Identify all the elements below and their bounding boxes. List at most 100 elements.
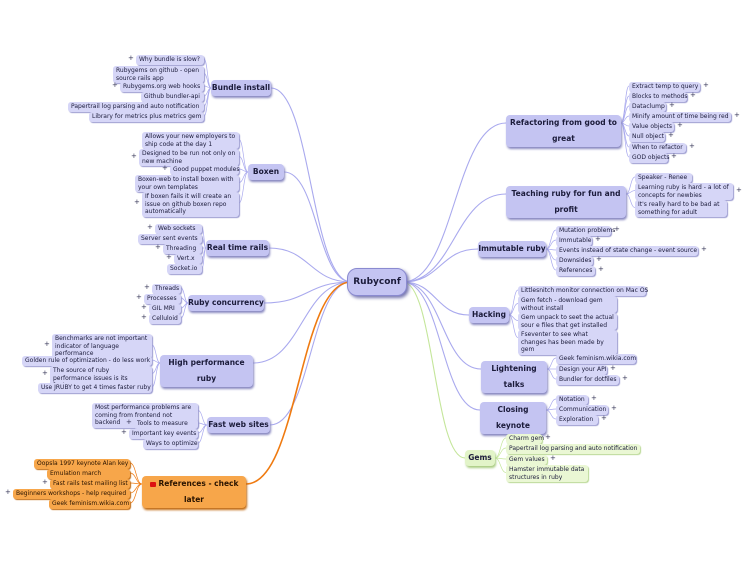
expand-icon[interactable]: + <box>44 340 50 348</box>
branch-teaching[interactable]: Teaching ruby for fun and profit <box>506 186 626 218</box>
branch-closing[interactable]: Closing keynote <box>480 402 546 434</box>
expand-icon[interactable]: + <box>550 454 556 462</box>
topic-refactor-0[interactable]: Extract temp to query <box>629 82 700 92</box>
expand-icon[interactable]: + <box>162 164 168 172</box>
expand-icon[interactable]: + <box>595 235 601 243</box>
expand-icon[interactable]: + <box>134 198 140 206</box>
topic-refs-0[interactable]: Oopsla 1997 keynote Alan key <box>34 459 130 469</box>
topic-closing-0[interactable]: Notation <box>556 395 588 405</box>
expand-icon[interactable]: + <box>701 245 707 253</box>
topic-realtime-3[interactable]: Vert.x <box>174 254 202 264</box>
topic-closing-2[interactable]: Exploration <box>556 415 598 425</box>
branch-lightening[interactable]: Lightening talks <box>481 361 547 393</box>
expand-icon[interactable]: + <box>736 185 742 194</box>
topic-refactor-7[interactable]: GOD objects <box>629 153 670 163</box>
expand-icon[interactable]: + <box>611 404 617 412</box>
branch-perf[interactable]: High performance ruby <box>160 355 253 387</box>
central-topic[interactable]: Rubyconf <box>347 268 407 296</box>
topic-concurrency-0[interactable]: Threads <box>152 284 181 294</box>
topic-immutable-3[interactable]: Downsides <box>556 256 593 266</box>
topic-concurrency-3[interactable]: Celluloid <box>149 314 181 324</box>
topic-closing-1[interactable]: Communication <box>556 405 608 415</box>
branch-boxen[interactable]: Boxen <box>248 164 284 180</box>
topic-lightening-1[interactable]: Design your API <box>556 365 607 375</box>
topic-hacking-1[interactable]: Gem fetch - download gem without install <box>518 296 617 313</box>
expand-icon[interactable]: + <box>42 478 48 486</box>
topic-refactor-6[interactable]: When to refactor <box>629 143 686 153</box>
topic-boxen-4[interactable]: If boxen fails it will create an issue o… <box>142 192 239 217</box>
expand-icon[interactable]: + <box>614 225 620 233</box>
branch-realtime[interactable]: Real time rails <box>206 240 269 256</box>
branch-immutable[interactable]: Immutable ruby <box>478 241 546 257</box>
topic-bundle-3[interactable]: Github bundler-api <box>141 92 204 102</box>
topic-perf-3[interactable]: Use JRUBY to get 4 times faster ruby <box>38 383 152 393</box>
topic-gems-2[interactable]: Gem values <box>506 455 547 465</box>
topic-immutable-0[interactable]: Mutation problems <box>556 226 615 236</box>
topic-refactor-1[interactable]: Blocks to methods <box>629 92 688 102</box>
expand-icon[interactable]: + <box>136 293 142 301</box>
topic-bundle-0[interactable]: Why bundle is slow? <box>136 55 204 65</box>
topic-immutable-2[interactable]: Events instead of state change - event s… <box>556 246 698 256</box>
expand-icon[interactable]: + <box>703 81 709 89</box>
expand-icon[interactable]: + <box>734 111 740 119</box>
topic-boxen-2[interactable]: Good puppet modules <box>170 165 240 175</box>
topic-refactor-4[interactable]: Value objects <box>629 122 674 132</box>
expand-icon[interactable]: + <box>155 243 161 251</box>
topic-refs-1[interactable]: Emulation march <box>47 469 130 479</box>
topic-concurrency-2[interactable]: GIL MRI <box>149 304 181 314</box>
topic-refactor-2[interactable]: Dataclump <box>629 102 666 112</box>
topic-hacking-2[interactable]: Gem unpack to seet the actual sour e fil… <box>518 313 617 330</box>
topic-hacking-3[interactable]: Fseventer to see what changes has been m… <box>518 330 617 355</box>
expand-icon[interactable]: + <box>112 81 118 89</box>
expand-icon[interactable]: + <box>141 303 147 311</box>
expand-icon[interactable]: + <box>610 364 616 372</box>
expand-icon[interactable]: + <box>5 488 11 496</box>
topic-lightening-0[interactable]: Geek feminism.wikia.com <box>556 354 636 364</box>
topic-gems-3[interactable]: Hamster immutable data structures in rub… <box>506 465 588 482</box>
topic-boxen-1[interactable]: Designed to be run not only on new machi… <box>139 149 239 166</box>
topic-fastweb-3[interactable]: Ways to optimize <box>143 439 198 449</box>
topic-boxen-0[interactable]: Allows your new employers to ship code a… <box>142 132 239 149</box>
branch-concurrency[interactable]: Ruby concurrency <box>188 295 264 311</box>
topic-realtime-4[interactable]: Socket.io <box>167 264 202 274</box>
topic-concurrency-1[interactable]: Processes <box>144 294 181 304</box>
topic-immutable-1[interactable]: Immutable <box>556 236 592 246</box>
branch-bundle[interactable]: Bundle install <box>211 80 271 96</box>
expand-icon[interactable]: + <box>601 414 607 422</box>
topic-immutable-4[interactable]: References <box>556 266 595 276</box>
topic-hacking-0[interactable]: Littlesnitch monitor connection on Mac O… <box>518 286 648 296</box>
expand-icon[interactable]: + <box>622 374 628 382</box>
topic-gems-1[interactable]: Papertrail log parsing and auto notifica… <box>506 444 640 454</box>
topic-refactor-3[interactable]: Minify amount of time being red <box>629 112 731 122</box>
expand-icon[interactable]: + <box>689 142 695 150</box>
expand-icon[interactable]: + <box>690 91 696 99</box>
topic-fastweb-2[interactable]: Important key events <box>129 429 198 439</box>
expand-icon[interactable]: + <box>669 101 675 109</box>
topic-boxen-3[interactable]: Boxen-web to install boxen with your own… <box>135 175 239 192</box>
topic-lightening-2[interactable]: Bundler for dotfiles <box>556 375 619 385</box>
expand-icon[interactable]: + <box>131 151 137 160</box>
topic-bundle-2[interactable]: Rubygems.org web hooks <box>120 82 204 92</box>
topic-perf-1[interactable]: Golden rule of optimization - do less wo… <box>22 356 152 366</box>
topic-refactor-5[interactable]: Null object <box>629 132 665 142</box>
topic-realtime-2[interactable]: Threading <box>163 244 202 254</box>
expand-icon[interactable]: + <box>141 313 147 321</box>
expand-icon[interactable]: + <box>596 255 602 263</box>
expand-icon[interactable]: + <box>677 121 683 129</box>
topic-teaching-1[interactable]: Learning ruby is hard - a lot of concept… <box>635 183 733 200</box>
expand-icon[interactable]: + <box>128 54 134 62</box>
topic-realtime-0[interactable]: Web sockets <box>155 224 202 234</box>
expand-icon[interactable]: + <box>668 131 674 139</box>
expand-icon[interactable]: + <box>42 368 48 377</box>
topic-bundle-4[interactable]: Papertrail log parsing and auto notifica… <box>68 102 204 112</box>
topic-bundle-1[interactable]: Rubygems on github - open source rails a… <box>113 66 204 83</box>
topic-perf-0[interactable]: Benchmarks are not important indicator o… <box>52 334 152 359</box>
expand-icon[interactable]: + <box>591 394 597 402</box>
topic-teaching-0[interactable]: Speaker - Renee <box>635 173 692 183</box>
topic-refs-3[interactable]: Beginners workshops - help required <box>13 489 130 499</box>
topic-teaching-2[interactable]: It's really hard to be bad at something … <box>635 200 727 217</box>
expand-icon[interactable]: + <box>545 433 551 441</box>
topic-fastweb-1[interactable]: Tools to measure <box>134 419 198 429</box>
expand-icon[interactable]: + <box>166 253 172 261</box>
expand-icon[interactable]: + <box>671 152 677 160</box>
